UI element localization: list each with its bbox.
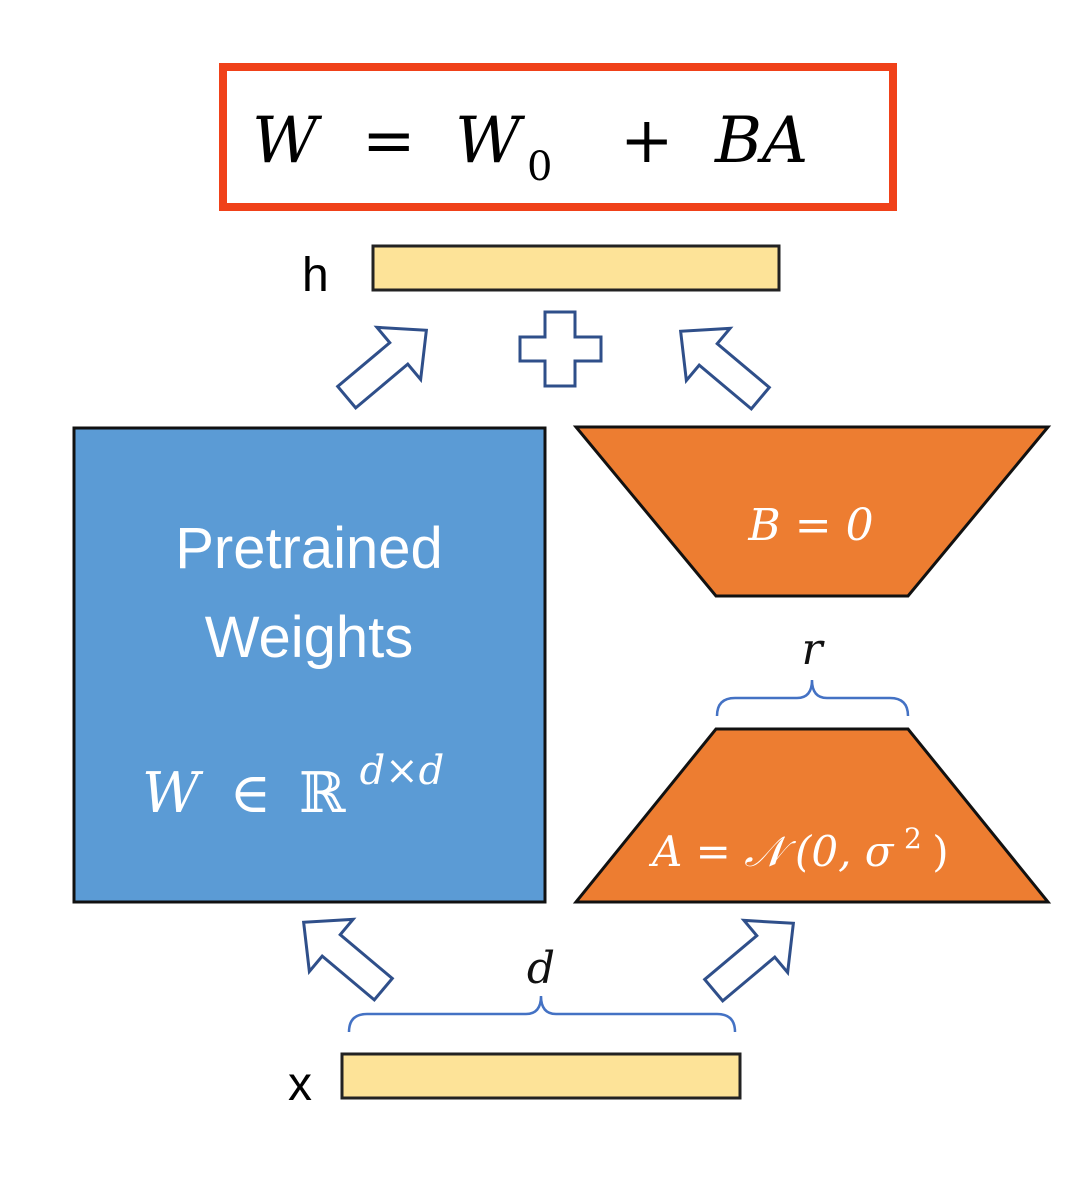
dim-d-brace xyxy=(347,995,737,1033)
plus-icon xyxy=(518,310,603,388)
lora-a-square: 2 xyxy=(904,822,922,855)
lora-b-block: B = 0 xyxy=(572,425,1052,598)
outline-arrow-icon xyxy=(335,325,429,410)
lora-a-label: A = 𝒩 (0, σ 2 ) xyxy=(648,812,949,876)
lora-a-normal: 𝒩 xyxy=(744,827,796,876)
rank-r-brace xyxy=(715,679,910,717)
pretrained-exponent: d×d xyxy=(360,748,445,794)
output-label: h xyxy=(302,249,329,302)
equation-w0-subscript: 0 xyxy=(527,144,552,190)
rank-r-label: r xyxy=(801,624,825,675)
equation-border xyxy=(219,63,897,211)
lora-b-trapezoid xyxy=(572,425,1052,598)
pretrained-w: W xyxy=(142,761,204,826)
dim-d-label: d xyxy=(527,943,555,994)
outline-arrow-icon xyxy=(301,917,395,1002)
lora-a-args: (0, σ xyxy=(795,827,895,876)
pretrained-label-line1: Pretrained xyxy=(175,516,443,581)
pretrained-weights-box xyxy=(72,426,547,904)
lora-b-label: B = 0 xyxy=(747,500,873,551)
outline-arrow-icon xyxy=(702,918,796,1003)
lora-a-close: ) xyxy=(932,827,948,876)
equation-w0: W xyxy=(455,104,526,178)
pretrained-dimension-formula: W ∈ ℝ d×d xyxy=(142,748,444,826)
equation-equals: = xyxy=(362,104,416,178)
lora-a-block: A = 𝒩 (0, σ 2 ) xyxy=(572,727,1052,904)
pretrained-weights-block: Pretrained Weights W ∈ ℝ d×d xyxy=(72,426,547,904)
equation-plus: + xyxy=(620,104,674,178)
lora-a-trapezoid xyxy=(572,727,1052,904)
input-vector-bar xyxy=(340,1052,742,1100)
equation-ba: BA xyxy=(714,104,808,178)
lora-a-prefix: A = xyxy=(648,827,744,876)
pretrained-label-line2: Weights xyxy=(205,605,413,670)
pretrained-reals: ℝ xyxy=(299,761,347,826)
outline-arrow-icon xyxy=(678,326,772,411)
output-vector-bar xyxy=(371,244,781,292)
equation-lhs: W xyxy=(252,104,323,178)
equation-box: W = W 0 + BA xyxy=(219,63,897,211)
input-label: x xyxy=(288,1058,312,1111)
pretrained-in: ∈ xyxy=(230,761,271,826)
